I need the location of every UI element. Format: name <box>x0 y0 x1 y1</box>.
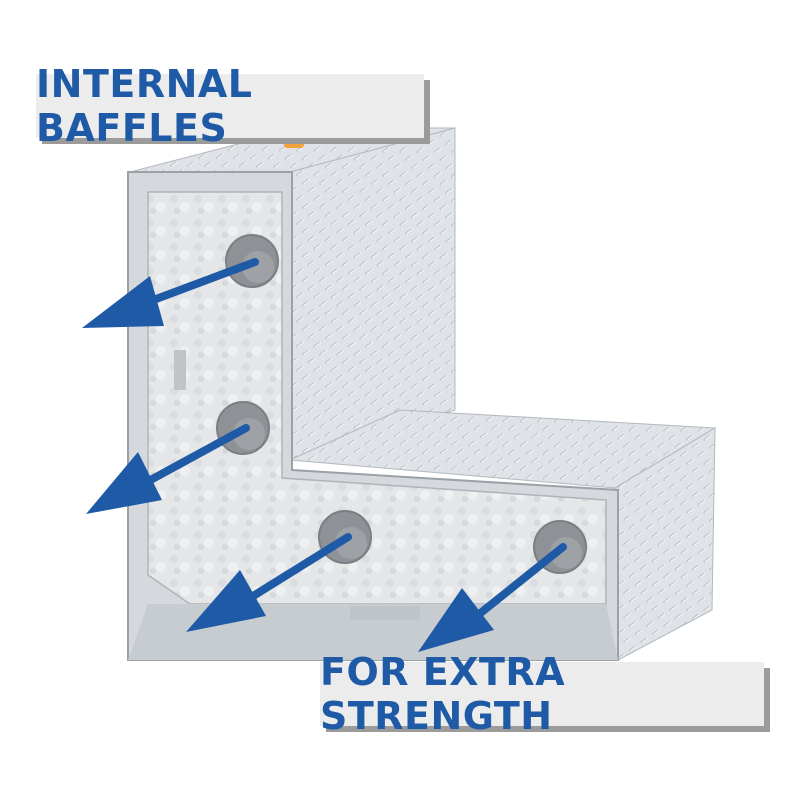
baffle-tab <box>350 606 420 620</box>
internal-baffle-panel <box>147 191 607 605</box>
baffle-tab <box>174 350 186 390</box>
arrow-icon <box>186 533 352 632</box>
arrow-icon <box>86 424 250 514</box>
upper-side-panel <box>289 127 456 461</box>
arrow-icon <box>82 258 259 328</box>
internal-baffles-banner: INTERNAL BAFFLES <box>36 62 424 150</box>
extra-strength-banner: FOR EXTRA STRENGTH <box>320 650 764 738</box>
arrow-icon <box>418 543 567 652</box>
hinge-detail <box>284 136 304 148</box>
